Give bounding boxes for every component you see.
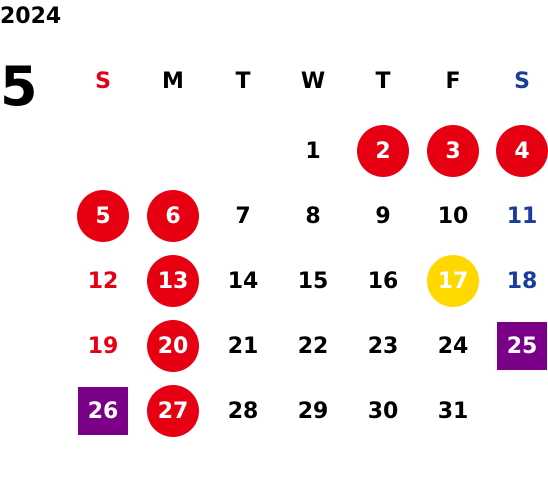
calendar-day-7: 7	[235, 203, 251, 229]
calendar-day-5: 5	[77, 190, 129, 242]
weekday-sun: S	[95, 69, 111, 94]
calendar-day-24: 24	[437, 333, 469, 359]
calendar-day-4: 4	[496, 125, 548, 177]
weekday-mon: M	[162, 69, 184, 94]
calendar-day-10: 10	[437, 203, 469, 229]
weekday-sat: S	[514, 69, 530, 94]
calendar-day-21: 21	[227, 333, 259, 359]
calendar-day-6: 6	[147, 190, 199, 242]
calendar-day-2: 2	[357, 125, 409, 177]
year-label: 2024	[0, 4, 62, 29]
calendar-day-16: 16	[367, 268, 399, 294]
calendar-day-18: 18	[506, 268, 538, 294]
calendar-day-25: 25	[497, 322, 547, 370]
calendar-day-26: 26	[78, 387, 128, 435]
calendar-day-19: 19	[87, 333, 119, 359]
weekday-fri: F	[445, 69, 461, 94]
calendar-day-28: 28	[227, 398, 259, 424]
calendar-day-23: 23	[367, 333, 399, 359]
calendar-day-22: 22	[297, 333, 329, 359]
calendar-day-12: 12	[87, 268, 119, 294]
calendar-day-13: 13	[147, 255, 199, 307]
weekday-tue: T	[235, 69, 251, 94]
month-label: 5	[0, 55, 38, 118]
weekday-thu: T	[375, 69, 391, 94]
calendar-day-11: 11	[506, 203, 538, 229]
calendar-day-31: 31	[437, 398, 469, 424]
calendar-day-20: 20	[147, 320, 199, 372]
calendar-day-1: 1	[305, 138, 321, 164]
calendar-day-27: 27	[147, 385, 199, 437]
calendar-day-17: 17	[427, 255, 479, 307]
calendar-day-8: 8	[305, 203, 321, 229]
calendar-day-30: 30	[367, 398, 399, 424]
calendar-day-29: 29	[297, 398, 329, 424]
weekday-wed: W	[300, 69, 326, 94]
calendar-day-3: 3	[427, 125, 479, 177]
calendar-day-14: 14	[227, 268, 259, 294]
calendar-day-9: 9	[375, 203, 391, 229]
calendar-day-15: 15	[297, 268, 329, 294]
